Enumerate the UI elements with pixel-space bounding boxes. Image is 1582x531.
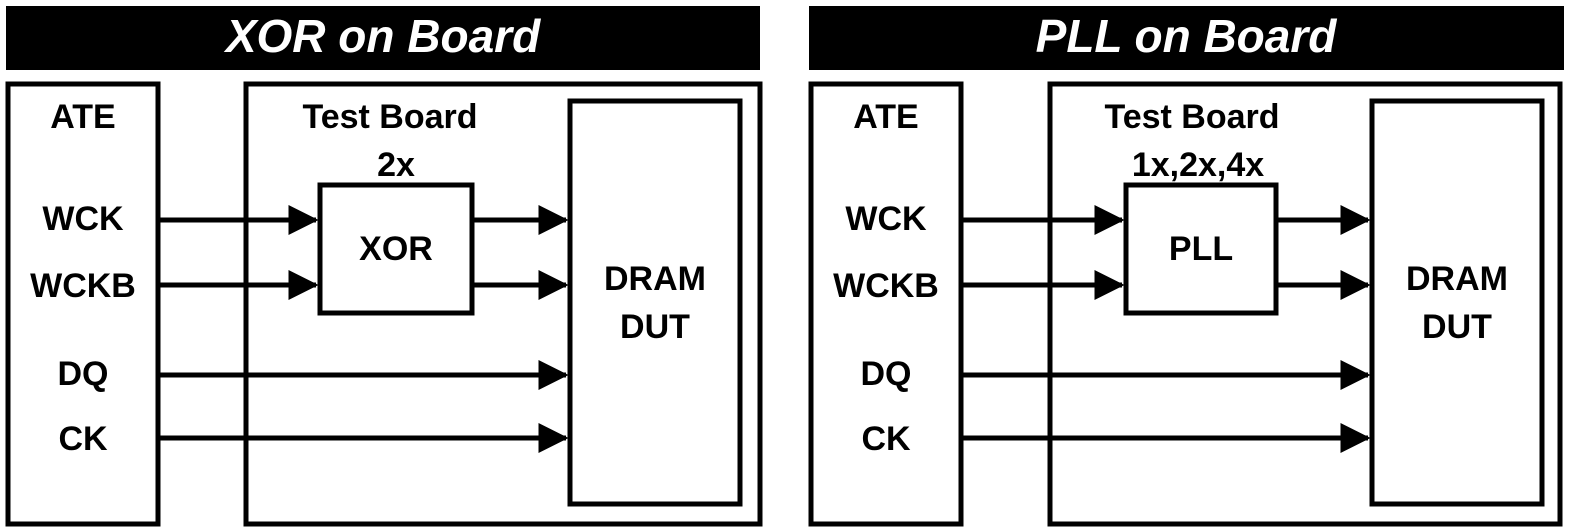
title-bar (6, 6, 760, 70)
multiplier-label: 1x,2x,4x (1132, 146, 1264, 184)
panel-xor: XOR on Board ATE Test Board 2x XOR DRAM … (5, 6, 763, 527)
signal-ck-label: CK (58, 420, 108, 458)
ate-box (5, 81, 161, 527)
dram-dut-box (567, 98, 743, 507)
signal-dq-label: DQ (861, 355, 912, 393)
ate-label: ATE (50, 98, 115, 136)
dut-label-line1: DRAM (1406, 260, 1508, 298)
signal-wckb-label: WCKB (833, 267, 939, 305)
dut-label-line1: DRAM (604, 260, 706, 298)
signal-dq-label: DQ (58, 355, 109, 393)
xor-block-label: XOR (359, 230, 433, 268)
ate-label: ATE (853, 98, 918, 136)
test-board-label: Test Board (1104, 98, 1279, 136)
panel-title: PLL on Board (1036, 10, 1338, 62)
pll-block-label: PLL (1169, 230, 1233, 268)
dut-label-line2: DUT (1422, 308, 1492, 346)
dram-dut-box (1369, 98, 1545, 507)
ate-box (808, 81, 964, 527)
pll-block (1123, 182, 1279, 316)
signal-wck-label: WCK (42, 200, 124, 238)
multiplier-label: 2x (377, 146, 415, 184)
signal-wck-label: WCK (845, 200, 927, 238)
dut-label-line2: DUT (620, 308, 690, 346)
signal-wckb-label: WCKB (30, 267, 136, 305)
panel-pll: PLL on Board ATE Test Board 1x,2x,4x PLL… (808, 6, 1564, 527)
xor-block (317, 182, 475, 316)
test-board-label: Test Board (302, 98, 477, 136)
signal-ck-label: CK (861, 420, 911, 458)
panel-title: XOR on Board (223, 10, 541, 62)
title-bar (809, 6, 1564, 70)
